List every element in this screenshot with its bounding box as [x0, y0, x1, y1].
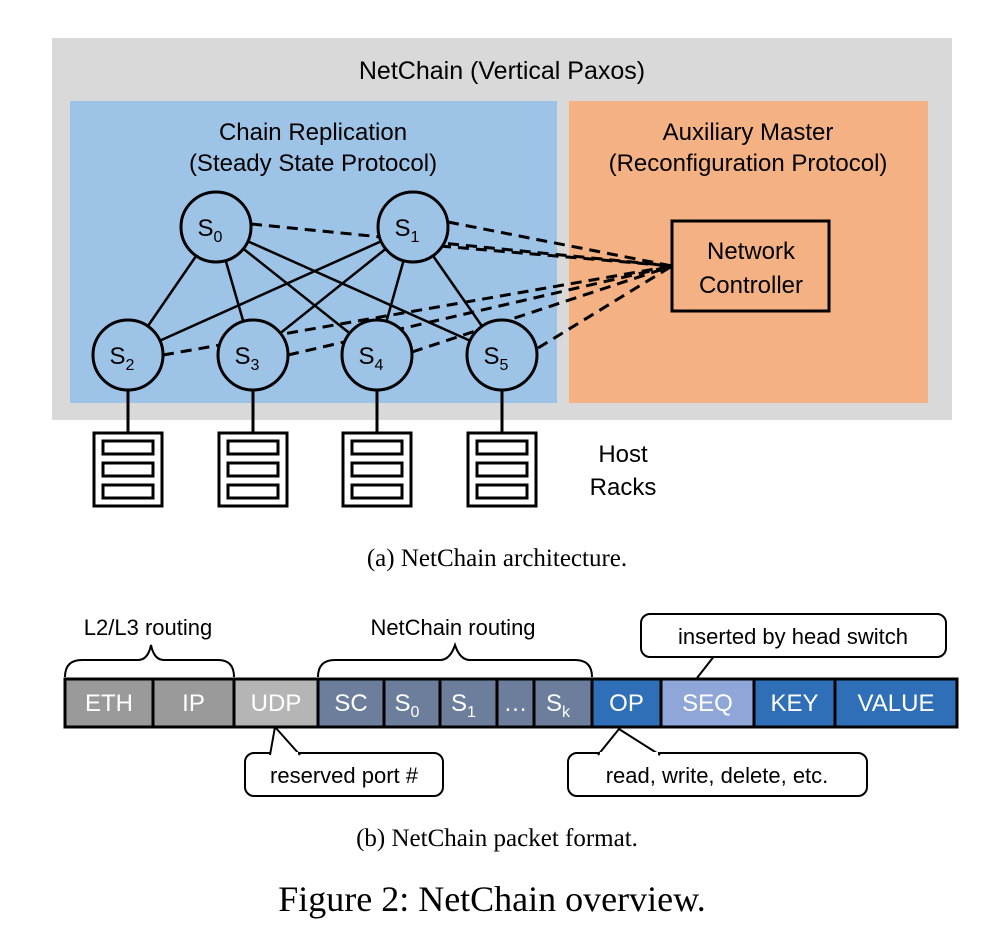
- packet-field-label: KEY: [770, 690, 818, 717]
- control-link-s1-a: [447, 220, 673, 268]
- packet-field-label: UDP: [251, 690, 302, 717]
- packet-field-box: [438, 677, 499, 729]
- packet-field-label: IP: [182, 690, 205, 717]
- controller-label-line2: Controller: [699, 272, 803, 299]
- packet-field-box: [532, 677, 594, 729]
- outer-panel-title: NetChain (Vertical Paxos): [359, 57, 645, 85]
- l2l3-brace: [64, 644, 235, 678]
- packet-field-box: [316, 677, 386, 729]
- packet-field-label: SC: [334, 690, 367, 717]
- reserved-port-text: reserved port #: [270, 763, 419, 788]
- switch-s3-label: S3: [235, 343, 260, 374]
- packet-field-label: Sk: [546, 690, 571, 721]
- netchain-group-label: NetChain routing: [370, 615, 535, 640]
- network-controller: Network Controller: [670, 219, 831, 313]
- control-link-s1-b: [439, 244, 673, 268]
- switch-s2-label: S2: [110, 343, 135, 374]
- packet-format-diagram: L2/L3 routing NetChain routing inserted …: [63, 613, 959, 852]
- aux-panel-subtitle: (Reconfiguration Protocol): [609, 150, 888, 177]
- chain-panel-title: Chain Replication: [219, 119, 407, 146]
- packet-field-box: [151, 677, 236, 729]
- packet-field-box: [232, 677, 320, 729]
- switch-s1: S1: [376, 190, 450, 264]
- inserted-callout: inserted by head switch: [640, 613, 947, 679]
- op-callout: read, write, delete, etc.: [567, 728, 868, 797]
- packet-field-label: …: [504, 690, 528, 717]
- rack-links: [126, 390, 504, 433]
- link-s0-s5: [215, 225, 503, 357]
- caption-a: (a) NetChain architecture.: [367, 545, 627, 572]
- op-callout-text: read, write, delete, etc.: [606, 763, 829, 788]
- control-links: [162, 220, 673, 357]
- host-racks-label-line1: Host: [598, 441, 648, 468]
- host-rack-3: [341, 431, 413, 508]
- packet-field-box: [833, 677, 959, 729]
- control-link-s5: [537, 264, 673, 350]
- switch-s5-label: S5: [484, 343, 509, 374]
- switch-s2: S2: [91, 318, 165, 392]
- switch-s3: S3: [216, 318, 290, 392]
- switch-s4-label: S4: [359, 343, 384, 374]
- switch-s0: S0: [179, 190, 253, 264]
- reserved-port-callout: reserved port #: [244, 726, 444, 797]
- switch-s1-label: S1: [395, 215, 420, 246]
- switch-s4: S4: [340, 318, 414, 392]
- packet-field-label: S1: [451, 690, 476, 721]
- packet-field-label: VALUE: [858, 690, 935, 717]
- packet-fields: ETH IP UDP SC S0 S1 … Sk OP SEQ KEY VALUE: [63, 677, 959, 729]
- switch-s5: S5: [465, 318, 539, 392]
- packet-field-box: [659, 677, 756, 729]
- inserted-callout-text: inserted by head switch: [678, 624, 908, 649]
- chain-panel-subtitle: (Steady State Protocol): [189, 150, 437, 177]
- aux-panel-title: Auxiliary Master: [663, 119, 834, 146]
- controller-label-line1: Network: [707, 238, 796, 265]
- host-racks-label-line2: Racks: [590, 474, 657, 501]
- packet-field-label: SEQ: [682, 690, 733, 717]
- packet-field-label: S0: [395, 690, 420, 721]
- control-link-s4: [411, 264, 673, 354]
- architecture-diagram: NetChain (Vertical Paxos) Chain Replicat…: [52, 38, 952, 572]
- caption-b: (b) NetChain packet format.: [356, 825, 638, 852]
- host-rack-2: [217, 431, 289, 508]
- packet-field-label: ETH: [85, 690, 133, 717]
- link-s1-s2: [127, 225, 414, 357]
- host-rack-1: [92, 431, 164, 508]
- control-link-s2: [162, 264, 673, 357]
- host-rack-4: [466, 431, 538, 508]
- switch-s0-label: S0: [198, 215, 223, 246]
- control-link-s3: [287, 264, 673, 357]
- netchain-brace: [317, 641, 593, 678]
- packet-field-box: [752, 677, 837, 729]
- packet-field-label: OP: [609, 690, 644, 717]
- figure-caption: Figure 2: NetChain overview.: [278, 879, 706, 919]
- l2l3-group-label: L2/L3 routing: [84, 615, 212, 640]
